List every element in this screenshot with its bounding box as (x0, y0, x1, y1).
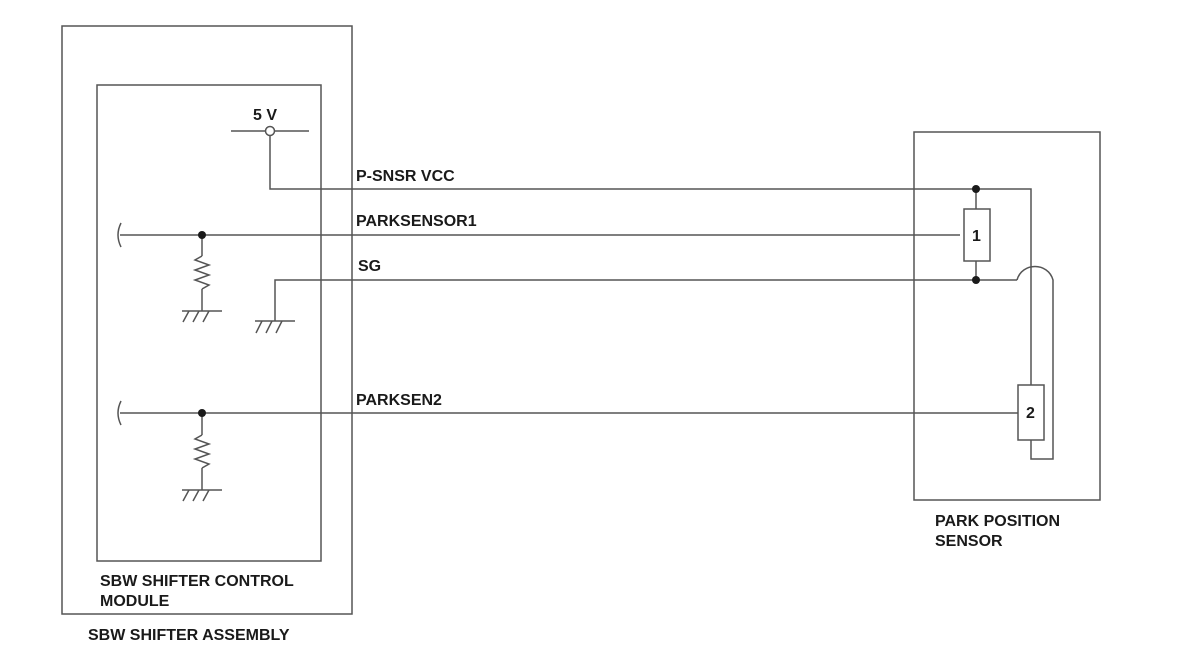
ground-symbol-3 (182, 489, 222, 502)
parksen2-wire-label: PARKSEN2 (356, 392, 442, 409)
control-module-box (96, 84, 322, 562)
sensor-element-2 (1017, 384, 1045, 441)
assembly-label: SBW SHIFTER ASSEMBLY (88, 627, 290, 644)
pulldown-resistor-1 (192, 235, 212, 311)
parksensor1-wire (117, 222, 960, 248)
element-1-number: 1 (972, 228, 981, 245)
supply-5v-label: 5 V (253, 107, 277, 124)
shifter-assembly-box (61, 25, 353, 615)
sg-wire-label: SG (358, 258, 381, 275)
parksen2-wire (117, 400, 1018, 426)
park-sensor-box (913, 131, 1101, 501)
sensor-label-line1: PARK POSITION (935, 513, 1060, 530)
element-2-number: 2 (1026, 405, 1035, 422)
module-label-line1: SBW SHIFTER CONTROL (100, 573, 294, 590)
parksensor1-wire-label: PARKSENSOR1 (356, 213, 477, 230)
5v-supply-symbol (231, 125, 1032, 385)
ground-symbol-1 (182, 310, 222, 323)
sensor-label-line2: SENSOR (935, 533, 1003, 550)
sg-wire (274, 265, 1054, 460)
module-label-line2: MODULE (100, 593, 170, 610)
junction-dot (198, 409, 206, 417)
junction-dot (972, 276, 980, 284)
junction-dot (198, 231, 206, 239)
pulldown-resistor-2 (192, 413, 212, 490)
vcc-wire-label: P-SNSR VCC (356, 168, 455, 185)
junction-dot (972, 185, 980, 193)
ground-symbol-2 (255, 320, 295, 334)
